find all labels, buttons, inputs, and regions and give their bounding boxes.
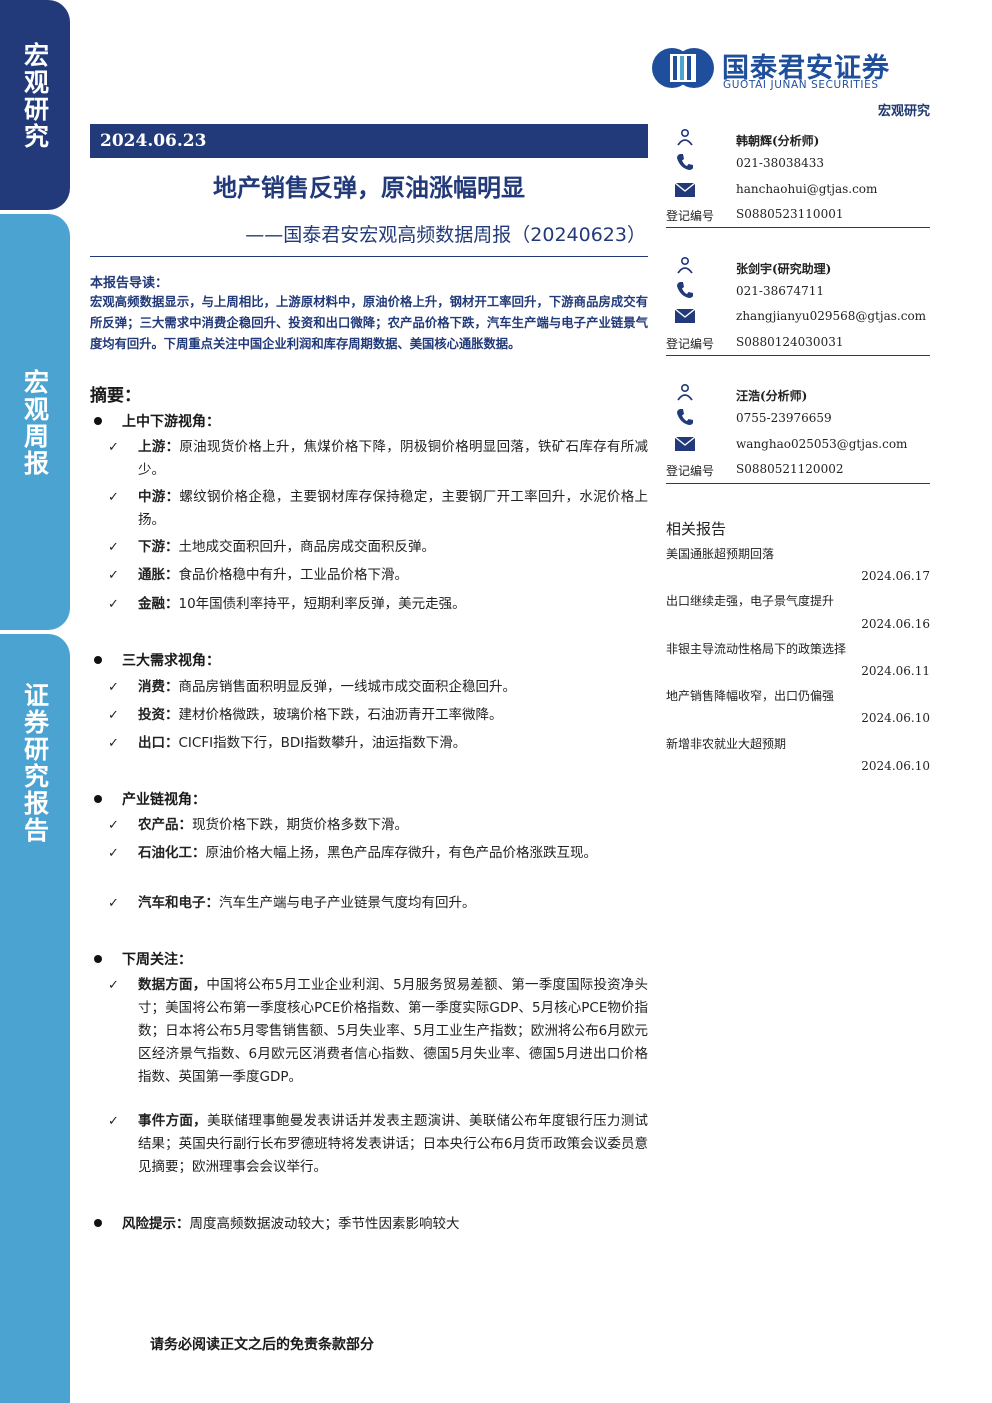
- related-reports-heading: 相关报告: [666, 520, 727, 538]
- person-icon: [677, 383, 693, 401]
- bullet-icon: [94, 955, 102, 963]
- check-icon: ✓: [108, 490, 119, 505]
- analyst-email: wanghao025053@gtjas.com: [736, 437, 908, 451]
- brand-name-en: GUOTAI JUNAN SECURITIES: [723, 79, 879, 91]
- disclaimer-note: 请务必阅读正文之后的免责条款部分: [150, 1337, 374, 1353]
- list-item: ✓金融：10年国债利率持平，短期利率反弹，美元走强。: [108, 593, 648, 616]
- bullet-icon: [94, 1219, 102, 1227]
- phone-icon: [677, 409, 693, 425]
- side-tab-macro-research: 宏观研究: [0, 0, 70, 210]
- section-heading: 三大需求视角：: [90, 650, 220, 670]
- list-item: ✓消费：商品房销售面积明显反弹，一线城市成交面积企稳回升。: [108, 676, 648, 699]
- analyst-card: 韩朝辉(分析师) 021-38038433 hanchaohui@gtjas.c…: [666, 128, 930, 228]
- brand-name-cn: 国泰君安证券: [722, 53, 890, 84]
- summary-heading: 摘要：: [90, 386, 141, 406]
- guide-text: 宏观高频数据显示，与上周相比，上游原材料中，原油价格上升，钢材开工率回升，下游商…: [90, 295, 648, 351]
- check-icon: ✓: [108, 818, 119, 833]
- check-icon: ✓: [108, 978, 119, 993]
- report-type: 宏观研究: [877, 104, 930, 119]
- phone-icon: [677, 154, 693, 170]
- check-icon: ✓: [108, 736, 119, 751]
- list-item: ✓投资：建材价格微跌，玻璃价格下跌，石油沥青开工率微降。: [108, 704, 648, 727]
- list-item: ✓出口：CICFI指数下行，BDI指数攀升，油运指数下滑。: [108, 732, 648, 755]
- side-tab-securities-report: 证券研究报告: [0, 634, 70, 1403]
- list-item: ✓事件方面，美联储理事鲍曼发表讲话并发表主题演讲、美联储公布年度银行压力测试结果…: [108, 1110, 648, 1179]
- related-report-date: 2024.06.10: [861, 711, 930, 725]
- side-tab-macro-weekly: 宏观周报: [0, 214, 70, 630]
- report-date: 2024.06.23: [90, 124, 648, 158]
- divider: [666, 227, 930, 228]
- analyst-card: 汪浩(分析师) 0755-23976659 wanghao025053@gtja…: [666, 383, 930, 483]
- bullet-icon: [94, 656, 102, 664]
- section-heading: 下周关注：: [90, 949, 192, 969]
- check-icon: ✓: [108, 680, 119, 695]
- check-icon: ✓: [108, 568, 119, 583]
- check-icon: ✓: [108, 540, 119, 555]
- brand-logo: 国泰君安证券 GUOTAI JUNAN SECURITIES: [650, 46, 930, 91]
- check-icon: ✓: [108, 846, 119, 861]
- risk-note: 风险提示：周度高频数据波动较大；季节性因素影响较大: [90, 1212, 460, 1232]
- list-item: ✓数据方面，中国将公布5月工业企业利润、5月服务贸易差额、第一季度国际投资净头寸…: [108, 974, 648, 1089]
- list-item: ✓中游：螺纹钢价格企稳，主要钢材库存保持稳定，主要钢厂开工率回升，水泥价格上扬。: [108, 486, 648, 532]
- related-report-link[interactable]: 新增非农就业大超预期: [666, 737, 787, 751]
- check-icon: ✓: [108, 708, 119, 723]
- guide-heading: 本报告导读：: [90, 276, 169, 291]
- divider: [666, 355, 930, 356]
- phone-icon: [677, 282, 693, 298]
- email-icon: [674, 436, 696, 451]
- report-subtitle: ——国泰君安宏观高频数据周报（20240623）: [245, 224, 646, 246]
- section-heading: 产业链视角：: [90, 789, 206, 809]
- brand-logo-icon: [652, 48, 714, 88]
- list-item: ✓通胀：食品价格稳中有升，工业品价格下滑。: [108, 564, 648, 587]
- list-item: ✓汽车和电子：汽车生产端与电子产业链景气度均有回升。: [108, 892, 648, 915]
- analyst-card: 张剑宇(研究助理) 021-38674711 zhangjianyu029568…: [666, 256, 930, 356]
- list-item: ✓上游：原油现货价格上升，焦煤价格下降，阴极铜价格明显回落，铁矿石库存有所减少。: [108, 436, 648, 482]
- email-icon: [674, 182, 696, 197]
- analyst-email: zhangjianyu029568@gtjas.com: [736, 309, 927, 323]
- report-title: 地产销售反弹，原油涨幅明显: [213, 174, 525, 202]
- related-report-link[interactable]: 出口继续走强，电子景气度提升: [666, 594, 835, 608]
- check-icon: ✓: [108, 1114, 119, 1129]
- section-heading: 上中下游视角：: [90, 411, 220, 431]
- list-item: ✓下游：土地成交面积回升，商品房成交面积反弹。: [108, 536, 648, 559]
- list-item: ✓农产品：现货价格下跌，期货价格多数下滑。: [108, 814, 648, 837]
- email-icon: [674, 308, 696, 323]
- check-icon: ✓: [108, 440, 119, 455]
- bullet-icon: [94, 795, 102, 803]
- related-report-link[interactable]: 地产销售降幅收窄，出口仍偏强: [666, 689, 835, 703]
- title-divider: [90, 256, 648, 257]
- related-report-link[interactable]: 美国通胀超预期回落: [666, 547, 775, 561]
- divider: [666, 483, 930, 484]
- related-report-date: 2024.06.16: [861, 617, 930, 631]
- bullet-icon: [94, 417, 102, 425]
- check-icon: ✓: [108, 896, 119, 911]
- related-report-date: 2024.06.11: [861, 664, 930, 678]
- person-icon: [677, 256, 693, 274]
- list-item: ✓石油化工：原油价格大幅上扬，黑色产品库存微升，有色产品价格涨跌互现。: [108, 842, 648, 865]
- related-report-link[interactable]: 非银主导流动性格局下的政策选择: [666, 642, 847, 656]
- related-report-date: 2024.06.10: [861, 759, 930, 773]
- analyst-email: hanchaohui@gtjas.com: [736, 182, 878, 196]
- related-report-date: 2024.06.17: [861, 569, 930, 583]
- person-icon: [677, 128, 693, 146]
- check-icon: ✓: [108, 597, 119, 612]
